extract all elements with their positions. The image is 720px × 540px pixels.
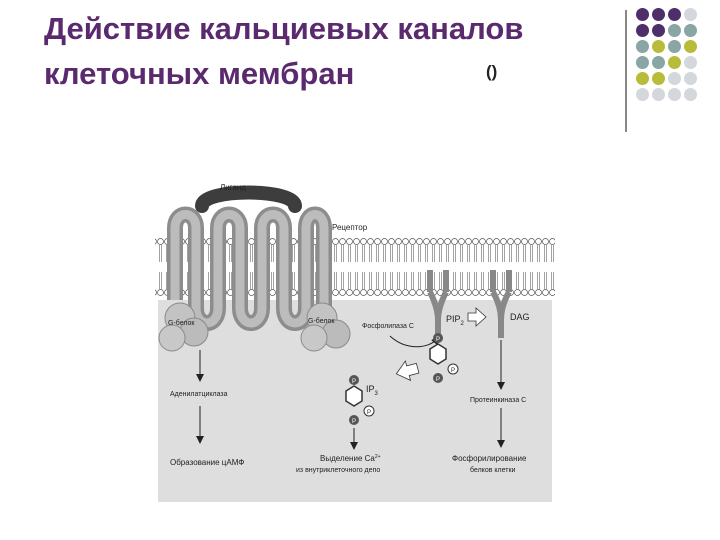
decor-dot xyxy=(636,8,649,21)
pip2-inositol-ring xyxy=(429,333,459,383)
slide-title: Действие кальциевых каналов клеточных ме… xyxy=(44,6,604,96)
decor-dot xyxy=(652,40,665,53)
ip3-release-arrow xyxy=(395,360,420,382)
camp-formation-label: Образование цАМФ xyxy=(170,458,244,467)
dag-label: DAG xyxy=(510,312,530,322)
membrane-diagram: Лиганд Рецептор G-белок G-белок Фосфолип… xyxy=(150,180,560,507)
ca-release-line-1: Выделение Ca2+ xyxy=(320,454,381,463)
decor-dot xyxy=(652,72,665,85)
decor-dot xyxy=(684,56,697,69)
pip2-label: PIP2 xyxy=(446,314,465,327)
decor-dot xyxy=(684,24,697,37)
ligand-label: Лиганд xyxy=(220,183,246,192)
decor-dot xyxy=(668,8,681,21)
dag-molecule xyxy=(490,270,512,338)
decor-dot xyxy=(668,24,681,37)
decor-dot xyxy=(652,8,665,21)
ca-release-line-2: из внутриклеточного депо xyxy=(296,467,380,474)
ip3-phosphate-3: P xyxy=(352,419,356,425)
phosphate-label-2: P xyxy=(451,368,455,374)
decor-dot xyxy=(668,88,681,101)
ip3-phosphate-1: P xyxy=(352,379,356,385)
receptor-label: Рецептор xyxy=(332,223,368,232)
title-line-2: клеточных мембран xyxy=(44,56,355,91)
decor-dot xyxy=(684,8,697,21)
decor-dot xyxy=(636,88,649,101)
ligand-shape xyxy=(195,185,302,213)
protein-kinase-label: Протеинкиназа С xyxy=(470,397,526,404)
decor-dot xyxy=(668,40,681,53)
decor-dot xyxy=(684,40,697,53)
decor-dot xyxy=(636,24,649,37)
decor-dot xyxy=(652,24,665,37)
decor-dot xyxy=(668,72,681,85)
decor-dot xyxy=(652,88,665,101)
ip3-molecule xyxy=(345,375,375,425)
title-line-1: Действие кальциевых каналов xyxy=(44,11,524,46)
decor-dot xyxy=(652,56,665,69)
receptor-highlight xyxy=(170,210,329,328)
decor-dot xyxy=(636,56,649,69)
decor-dot xyxy=(636,72,649,85)
decor-dot xyxy=(668,56,681,69)
g-protein-left-label: G-белок xyxy=(168,319,195,327)
phosphate-label-1: P xyxy=(436,337,440,343)
phosphorylation-line-2: белков клетки xyxy=(470,466,516,474)
g-protein-left xyxy=(158,302,209,352)
decor-divider-line xyxy=(625,10,627,132)
ip3-phosphate-2: P xyxy=(367,410,371,416)
decor-dot xyxy=(684,88,697,101)
adenylate-cyclase-label: Аденилатциклаза xyxy=(170,391,228,398)
phosphorylation-line-1: Фосфорилирование xyxy=(452,454,527,463)
ip3-label: IP3 xyxy=(366,384,379,397)
pip2-to-dag-arrow xyxy=(467,307,487,327)
g-protein-right-label: G-белок xyxy=(308,317,335,325)
phospholipase-label: Фосфолипаза С xyxy=(362,323,414,330)
g-protein-right xyxy=(300,302,351,352)
decor-dot xyxy=(684,72,697,85)
phosphate-label-3: P xyxy=(436,377,440,383)
decor-dot xyxy=(636,40,649,53)
title-mark: () xyxy=(486,62,498,81)
